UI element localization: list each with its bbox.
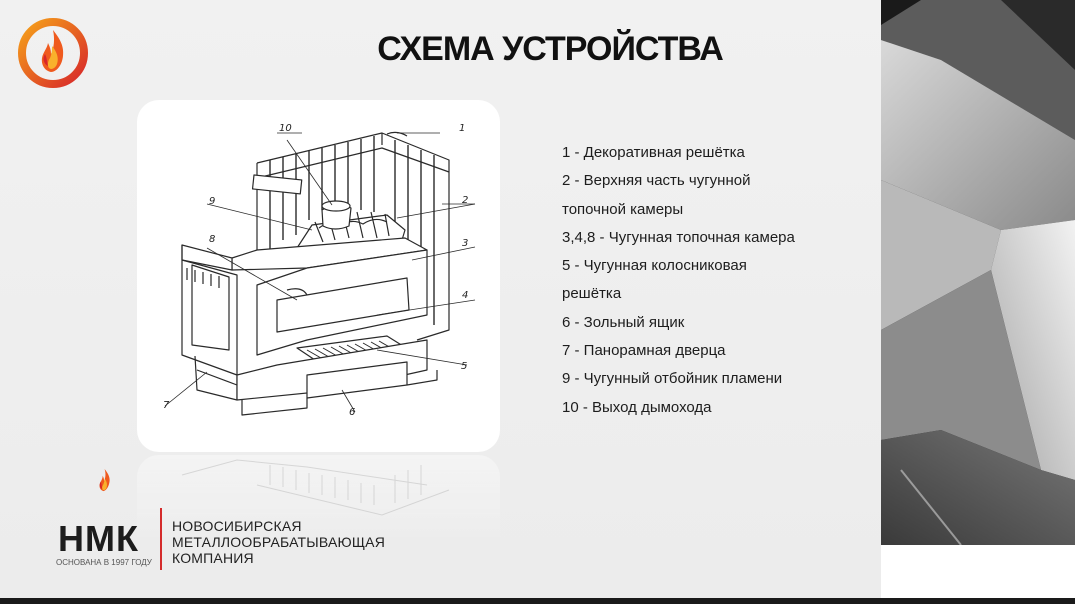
founded-caption: ОСНОВАНА В 1997 ГОДУ: [56, 558, 152, 567]
photo-strip-bottom: [881, 545, 1075, 598]
company-name: НОВОСИБИРСКАЯ МЕТАЛЛООБРАБАТЫВАЮЩАЯ КОМП…: [172, 518, 385, 566]
legend-list: 1 - Декоративная решётка 2 - Верхняя час…: [562, 139, 862, 422]
bottom-bar: [0, 598, 1075, 604]
legend-item: решётка: [562, 285, 622, 303]
callout-6: 6: [349, 407, 355, 418]
callout-4: 4: [462, 290, 468, 301]
diagram-reflection: [137, 455, 500, 565]
company-name-line: МЕТАЛЛООБРАБАТЫВАЮЩАЯ: [172, 534, 386, 550]
legend-item: 1 - Декоративная решётка: [562, 144, 745, 161]
page-title: СХЕМА УСТРОЙСТВА: [377, 30, 724, 68]
callout-5: 5: [461, 361, 467, 372]
legend-item: 9 - Чугунный отбойник пламени: [562, 370, 783, 388]
legend-item: 5 - Чугунная колосниковая: [562, 257, 747, 275]
stove-diagram-card: 1 2 3 4 5 6 7 8 9 10: [137, 100, 500, 452]
legend-item: 3,4,8 - Чугунная топочная камера: [562, 228, 795, 246]
callout-2: 2: [462, 195, 468, 206]
brand-ring-logo-icon: [18, 18, 88, 88]
callout-3: 3: [462, 238, 468, 249]
legend-item: 10 - Выход дымохода: [562, 398, 712, 416]
decorative-concrete-photo: [881, 0, 1075, 545]
flame-logo-icon: [99, 468, 110, 492]
legend-item: топочной камеры: [562, 200, 684, 218]
callout-9: 9: [209, 196, 215, 207]
legend-item: 2 - Верхняя часть чугунной: [562, 172, 751, 190]
callout-8: 8: [209, 234, 215, 245]
callout-10: 10: [279, 123, 292, 134]
callout-1: 1: [459, 123, 465, 134]
company-name-line: КОМПАНИЯ: [172, 550, 254, 566]
legend-item: 6 - Зольный ящик: [562, 313, 685, 331]
company-name-line: НОВОСИБИРСКАЯ: [172, 518, 302, 534]
legend-item: 7 - Панорамная дверца: [562, 342, 726, 360]
callout-7: 7: [163, 400, 170, 411]
stove-diagram: 1 2 3 4 5 6 7 8 9 10: [163, 123, 476, 418]
logo-divider: [160, 508, 162, 570]
company-logo-text: НМК: [58, 518, 139, 559]
